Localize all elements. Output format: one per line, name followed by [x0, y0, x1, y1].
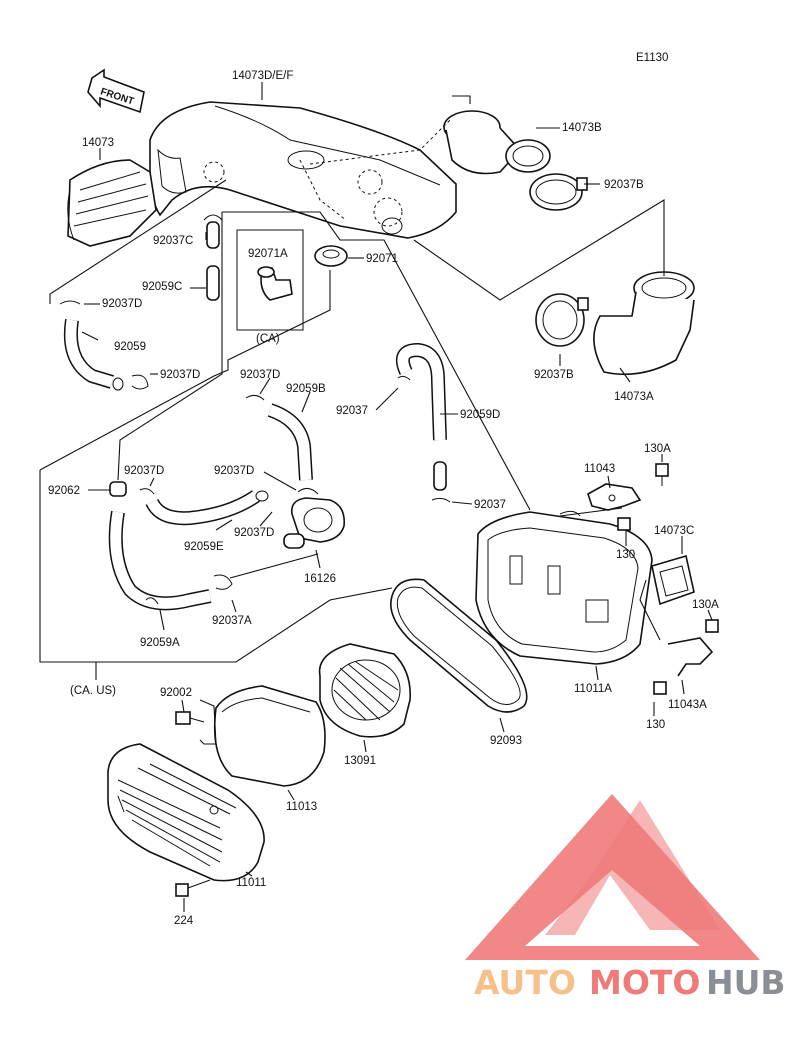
label-92071: 92071: [366, 253, 398, 265]
label-92037-2: 92037: [474, 499, 506, 511]
label-11011: 11011: [236, 877, 266, 889]
label-92002: 92002: [160, 687, 192, 699]
label-92037d-2: 92037D: [160, 369, 200, 381]
grommet-92062: [109, 481, 127, 497]
label-92059b: 92059B: [286, 383, 326, 395]
clamp-92037b-lower: [535, 293, 589, 347]
label-14073c: 14073C: [654, 525, 694, 537]
label-16126: 16126: [304, 573, 336, 585]
element-13091: [318, 643, 411, 738]
label-11013: 11013: [286, 801, 317, 813]
label-92037b-lower: 92037B: [534, 369, 574, 381]
label-92037d-1: 92037D: [102, 298, 142, 310]
watermark-moto: MOTO: [589, 963, 700, 1002]
bolt-130a-top: [655, 463, 669, 486]
label-92037d-4: 92037D: [124, 465, 164, 477]
front-arrow: FRONT: [87, 68, 145, 114]
label-92037b-top: 92037B: [604, 179, 644, 191]
label-13091: 13091: [344, 755, 376, 767]
leader-lines: [39, 82, 713, 912]
label-14073a: 14073A: [614, 391, 654, 403]
bolt-130a-lower: [705, 619, 719, 633]
label-92037c: 92037C: [153, 235, 193, 247]
hose-92059b: [245, 394, 319, 495]
hose-92059: [59, 300, 149, 391]
foam-11013: [213, 685, 326, 787]
label-92037a: 92037A: [212, 615, 252, 627]
label-14073def: 14073D/E/F: [232, 70, 293, 82]
hose-92059c: [203, 214, 223, 301]
elbow-14073a: [593, 271, 695, 376]
label-92093: 92093: [490, 735, 522, 747]
label-92071a: 92071A: [248, 248, 288, 260]
valve-16126: [283, 497, 346, 549]
hose-92059d: [396, 342, 451, 503]
gasket-92093: [390, 578, 528, 713]
bracket-11043: [587, 483, 642, 511]
label-92059: 92059: [114, 341, 146, 353]
hose-92059e: [139, 488, 269, 526]
label-130-top: 130: [616, 549, 635, 561]
screw-224: [175, 879, 211, 897]
label-92059e: 92059E: [184, 541, 224, 553]
elbow-14073b: [443, 110, 551, 175]
label-92059a: 92059A: [140, 637, 180, 649]
label-92062: 92062: [48, 485, 80, 497]
ca-box: [236, 229, 304, 331]
watermark-auto: AUTO: [474, 963, 576, 1002]
cover-11011: [107, 743, 265, 882]
intake-rubber-14073: [67, 159, 157, 247]
grommet-92071: [314, 245, 348, 267]
label-92059c: 92059C: [142, 281, 182, 293]
label-130a-top: 130A: [644, 443, 671, 455]
label-92037-1: 92037: [336, 405, 368, 417]
bolt-130-lower: [653, 681, 667, 695]
label-130a-lower: 130A: [692, 599, 719, 611]
label-92037d-5: 92037D: [214, 465, 254, 477]
duct-14073c: [651, 554, 695, 606]
bracket-11043a: [667, 637, 714, 677]
label-14073b: 14073B: [562, 122, 602, 134]
watermark-logo: [465, 794, 760, 960]
hose-92059a: [108, 510, 233, 611]
watermark-hub: HUB: [706, 963, 786, 1002]
label-92037d-6: 92037D: [234, 527, 274, 539]
label-11043: 11043: [584, 463, 615, 475]
label-11043a: 11043A: [668, 699, 707, 711]
label-14073: 14073: [82, 137, 114, 149]
bolt-130-top: [617, 517, 631, 531]
label-224: 224: [174, 915, 194, 927]
clamp-92037b-top: [529, 173, 588, 211]
label-11011a: 11011A: [574, 683, 612, 695]
label-ca-us: (CA. US): [70, 685, 116, 697]
label-92037d-3: 92037D: [240, 369, 280, 381]
intake-duct: [149, 101, 457, 239]
screw-92002: [175, 711, 205, 725]
diagram-code: E1130: [636, 52, 668, 64]
label-130-lower: 130: [646, 719, 665, 731]
label-ca-box: (CA): [256, 333, 280, 345]
label-92059d: 92059D: [460, 409, 500, 421]
